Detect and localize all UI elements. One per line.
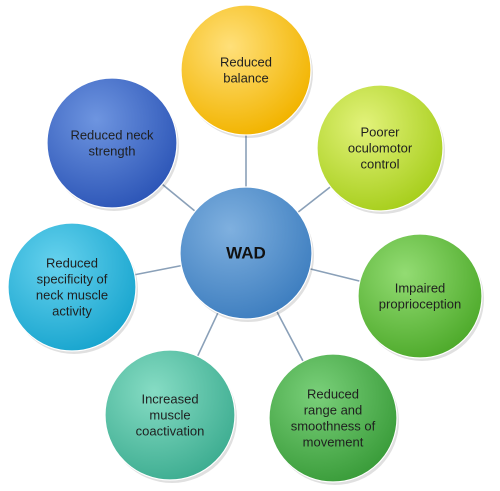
node-label-line: neck muscle [36,288,108,303]
node-circle [104,349,236,481]
node-label-line: specificity of [37,272,108,287]
node-circle [316,84,444,212]
connector-line [295,184,333,215]
node-circle [7,222,137,352]
node-label-line: Increased [141,392,198,407]
node-circle [180,4,312,136]
node-label-line: Reduced [46,256,98,271]
node-circle [357,233,483,359]
node-label-line: coactivation [136,424,205,439]
center-circle [179,186,313,320]
node-label-line: control [360,157,399,172]
node-label-line: Reduced [220,55,272,70]
node-label-line: Reduced neck [70,128,154,143]
node-label-line: Impaired [395,281,446,296]
node-label-line: oculomotor [348,141,413,156]
connector-line [196,310,220,359]
node-label-line: Poorer [360,125,400,140]
center-node: WAD [179,186,314,322]
factor-nodes: ReducedbalancePooreroculomotorcontrolImp… [7,4,484,485]
node-label-line: Reduced [307,387,359,402]
connector-line [160,182,198,214]
connector-line [307,267,362,283]
node-label-line: proprioception [379,297,461,312]
node-label-line: balance [223,71,269,86]
node-label-line: strength [89,144,136,159]
node-label-line: range and [304,403,363,418]
connectors [132,133,362,364]
node-label-line: WAD [226,244,266,263]
node-circle [268,353,398,483]
node-label-line: activity [52,304,92,319]
node-label-line: muscle [149,408,190,423]
node-label-line: movement [303,435,364,450]
node-label-line: smoothness of [291,419,376,434]
connector-line [275,309,305,364]
connector-line [132,264,184,276]
node-circle [46,77,178,209]
